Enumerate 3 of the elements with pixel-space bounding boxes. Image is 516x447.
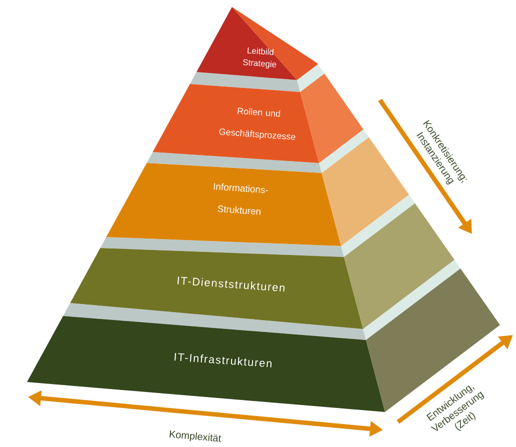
pyramid-layer: Rollen und Geschäftsprozesse [152, 74, 364, 163]
axis-label: Komplexität [170, 430, 222, 442]
pyramid-layer: Leitbild Strategie [196, 7, 318, 80]
